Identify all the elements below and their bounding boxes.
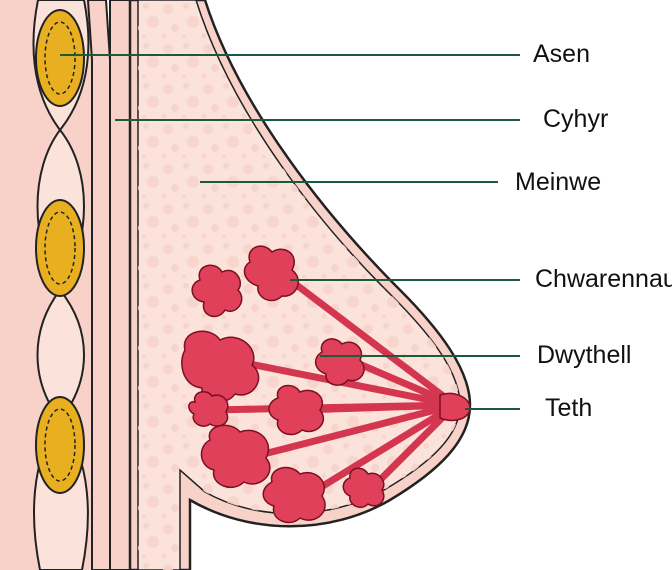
rib [36,200,84,296]
label-dwythell: Dwythell [537,343,631,368]
label-meinwe: Meinwe [515,170,601,195]
gland-lobule [189,392,228,426]
rib [36,397,84,493]
label-asen: Asen [533,42,590,67]
rib [36,10,84,106]
label-chwarennau: Chwarennau [535,267,672,292]
muscle-band [88,0,110,570]
rib-group [36,10,84,493]
label-teth: Teth [545,396,592,421]
label-cyhyr: Cyhyr [543,107,608,132]
